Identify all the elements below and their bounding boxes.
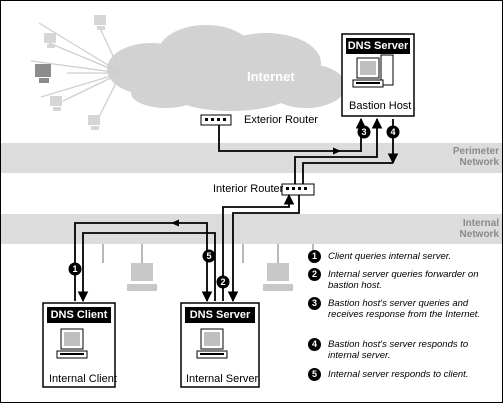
step-markers: 1 2 3 4 5 xyxy=(68,125,400,289)
internal-client-label: Internal Client xyxy=(49,373,117,385)
server-computer-icon xyxy=(196,328,228,359)
legend-step-5-text: Internal server responds to client. xyxy=(328,369,469,380)
svg-text:1: 1 xyxy=(72,264,77,274)
dns-client-header: DNS Client xyxy=(47,307,111,323)
legend-step-3-text: Bastion host's server queries and receiv… xyxy=(328,298,481,320)
legend-step-2: 2 Internal server queries forwarder on b… xyxy=(308,268,498,291)
flow-arrowheads-mid xyxy=(171,147,341,227)
bastion-computer-icon xyxy=(352,54,394,88)
flow-router-to-server xyxy=(227,195,300,303)
legend-step-4-number: 4 xyxy=(308,338,321,351)
legend-step-1-number: 1 xyxy=(308,250,321,263)
flow-backbone-a xyxy=(294,117,383,184)
legend-step-5-number: 5 xyxy=(308,368,321,381)
perimeter-network-label: Perimeter Network xyxy=(421,146,499,168)
internal-network-band xyxy=(1,214,502,244)
bastion-dns-server-header: DNS Server xyxy=(346,38,410,54)
remote-hosts xyxy=(30,15,122,130)
svg-text:4: 4 xyxy=(390,127,395,137)
internal-network-label: Internal Network xyxy=(421,218,499,240)
bastion-host-label: Bastion Host xyxy=(349,100,412,112)
exterior-router-icon xyxy=(200,114,232,126)
internet-label: Internet xyxy=(247,69,295,84)
legend-step-3: 3 Bastion host's server queries and rece… xyxy=(308,297,498,320)
legend-step-4-text: Bastion host's server responds to intern… xyxy=(328,339,469,361)
internet-cloud xyxy=(107,25,346,111)
flow-server-to-client xyxy=(77,232,216,303)
legend-step-2-number: 2 xyxy=(308,268,321,281)
internal-dns-server-header: DNS Server xyxy=(185,307,255,323)
internal-server-label: Internal Server xyxy=(186,373,259,385)
svg-text:5: 5 xyxy=(206,251,211,261)
legend-step-2-text: Internal server queries forwarder on bas… xyxy=(328,269,479,291)
exterior-router-label: Exterior Router xyxy=(244,114,318,126)
client-computer-icon xyxy=(56,328,88,359)
interior-router-icon xyxy=(281,183,315,196)
perimeter-network-line-2: Network xyxy=(459,157,499,168)
interior-router-label: Interior Router xyxy=(213,183,284,195)
legend-step-1: 1 Client queries internal server. xyxy=(308,250,498,263)
internal-network-line-1: Internal xyxy=(462,218,499,229)
internal-network-hosts xyxy=(127,263,293,291)
legend-step-3-number: 3 xyxy=(308,297,321,310)
perimeter-network-band xyxy=(1,143,502,173)
flow-backbone-b xyxy=(302,162,393,184)
legend-step-1-text: Client queries internal server. xyxy=(328,251,452,262)
legend-step-4: 4 Bastion host's server responds to inte… xyxy=(308,338,498,361)
legend-step-5: 5 Internal server responds to client. xyxy=(308,368,498,381)
flow-server-to-router xyxy=(222,193,295,301)
svg-text:2: 2 xyxy=(220,277,225,287)
internal-network-line-2: Network xyxy=(459,229,499,240)
svg-text:3: 3 xyxy=(361,127,366,137)
perimeter-network-line-1: Perimeter xyxy=(452,146,499,157)
